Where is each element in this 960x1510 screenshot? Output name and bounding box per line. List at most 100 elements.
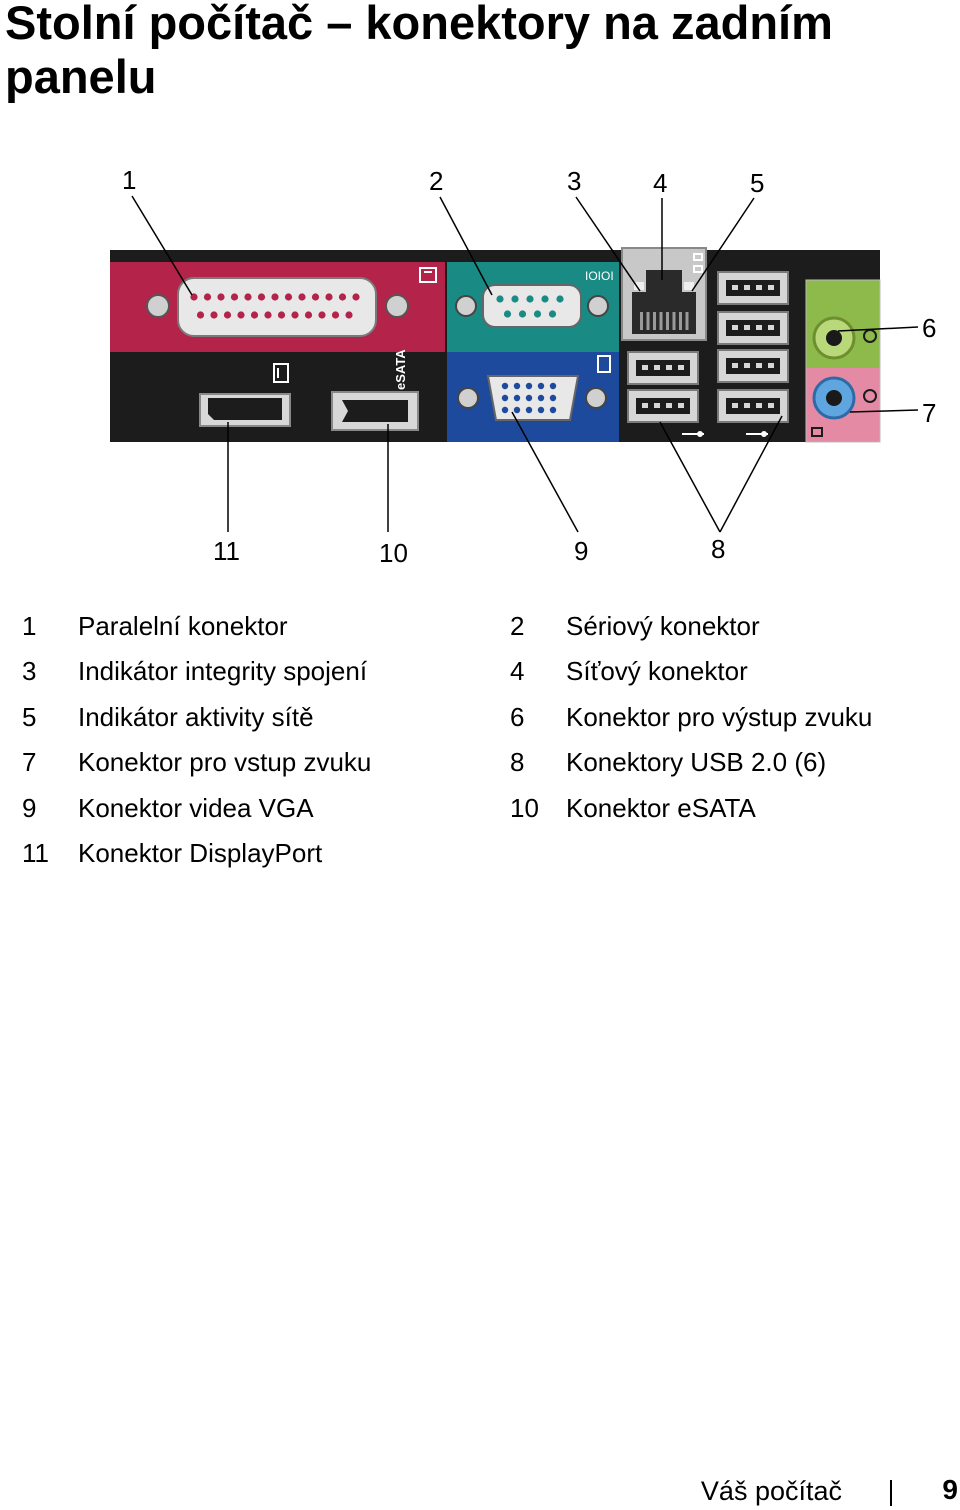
serial-mark: IOIOI	[585, 269, 614, 283]
usb-icon-right	[746, 431, 768, 437]
parallel-pins	[190, 293, 360, 319]
usb-contact	[654, 365, 660, 370]
callout-8: 8	[711, 534, 725, 564]
microphone-icon	[811, 427, 823, 437]
usb-contact	[732, 325, 738, 330]
pin	[190, 293, 198, 301]
pin	[526, 295, 534, 303]
pin	[679, 312, 682, 330]
pin	[525, 394, 533, 402]
legend-number: 7	[22, 747, 37, 777]
audio-out-jack-hole	[826, 330, 842, 346]
usb-contact	[642, 403, 648, 408]
usb-contact	[756, 325, 762, 330]
legend-number: 5	[22, 702, 37, 732]
usb-slot	[636, 398, 690, 414]
legend-label: Konektor pro výstup zvuku	[566, 702, 873, 732]
serial-screw-left	[455, 295, 477, 317]
pin	[533, 310, 542, 318]
leader-8b	[719, 415, 783, 533]
usb-contact	[678, 403, 684, 408]
pin	[501, 382, 509, 390]
displayport-icon	[273, 363, 289, 383]
pin	[659, 312, 663, 330]
legend-label: Síťový konektor	[566, 656, 748, 686]
callout-4: 4	[653, 168, 667, 198]
callout-7: 7	[922, 398, 936, 428]
pin	[338, 293, 347, 301]
usb-contact	[642, 365, 648, 370]
serial-pins	[496, 295, 564, 318]
serial-screw-right	[587, 295, 609, 317]
leader-5	[691, 197, 755, 292]
leader-6	[837, 326, 919, 332]
pin	[223, 311, 232, 319]
pin	[311, 293, 320, 301]
pin	[257, 293, 266, 301]
esata-connector	[342, 400, 408, 422]
legend-label: Konektor videa VGA	[78, 793, 314, 823]
pin	[503, 310, 512, 318]
usb-slot	[636, 360, 690, 376]
vga-screw-right	[585, 387, 607, 409]
usb-slot	[726, 280, 780, 296]
page-footer: Váš počítač 9	[0, 1470, 960, 1510]
leader-8a	[659, 421, 721, 533]
usb-contact	[756, 363, 762, 368]
legend-number: 6	[510, 702, 525, 732]
pin	[537, 406, 545, 414]
usb-contact	[768, 285, 774, 290]
pin	[345, 311, 353, 319]
pin	[513, 382, 521, 390]
page-title: Stolní počítač – konektory na zadním pan…	[5, 0, 833, 103]
usb-icon-left	[682, 431, 704, 437]
leader-1	[131, 195, 193, 296]
usb-contact	[732, 363, 738, 368]
rear-panel-figure: IOIOI eSATA	[110, 165, 936, 568]
pin	[541, 295, 549, 303]
pin	[672, 312, 676, 330]
pin	[210, 311, 218, 319]
pin	[304, 311, 313, 319]
usb-slot	[726, 320, 780, 336]
legend-number: 2	[510, 611, 525, 641]
usb-contact	[768, 325, 774, 330]
page-number: 9	[942, 1474, 958, 1505]
usb-contact	[768, 403, 774, 408]
usb-contact	[732, 285, 738, 290]
parallel-connector	[177, 277, 377, 337]
callout-6: 6	[922, 313, 936, 343]
pin	[203, 293, 212, 301]
pin	[496, 295, 504, 303]
usb-contact	[744, 325, 750, 330]
legend-label: Konektor pro vstup zvuku	[78, 747, 372, 777]
pin	[271, 293, 279, 301]
audio-panel	[805, 279, 881, 443]
callout-10: 10	[379, 538, 408, 568]
printer-icon	[419, 267, 437, 283]
pin	[291, 311, 299, 319]
leader-2	[439, 196, 493, 296]
legend-label: Konektor eSATA	[566, 793, 756, 823]
pin	[217, 293, 225, 301]
callout-1: 1	[122, 165, 136, 195]
usb-contact	[732, 403, 738, 408]
usb-contact	[768, 363, 774, 368]
legend-label: Konektory USB 2.0 (6)	[566, 747, 827, 777]
leader-9	[511, 411, 579, 533]
legend-label: Sériový konektor	[566, 611, 760, 641]
footer-separator	[890, 1480, 892, 1506]
legend-number: 10	[510, 793, 539, 823]
usb-contact	[666, 403, 672, 408]
pin	[556, 295, 564, 303]
pin	[549, 382, 557, 390]
usb-slot	[726, 358, 780, 374]
pin	[640, 312, 643, 330]
pin	[501, 406, 509, 414]
network-icon	[693, 253, 703, 273]
pin	[549, 394, 557, 402]
footer-section-title: Váš počítač	[700, 1476, 842, 1506]
legend-label: Indikátor integrity spojení	[78, 656, 368, 686]
pin	[250, 311, 259, 319]
pin	[685, 312, 689, 330]
